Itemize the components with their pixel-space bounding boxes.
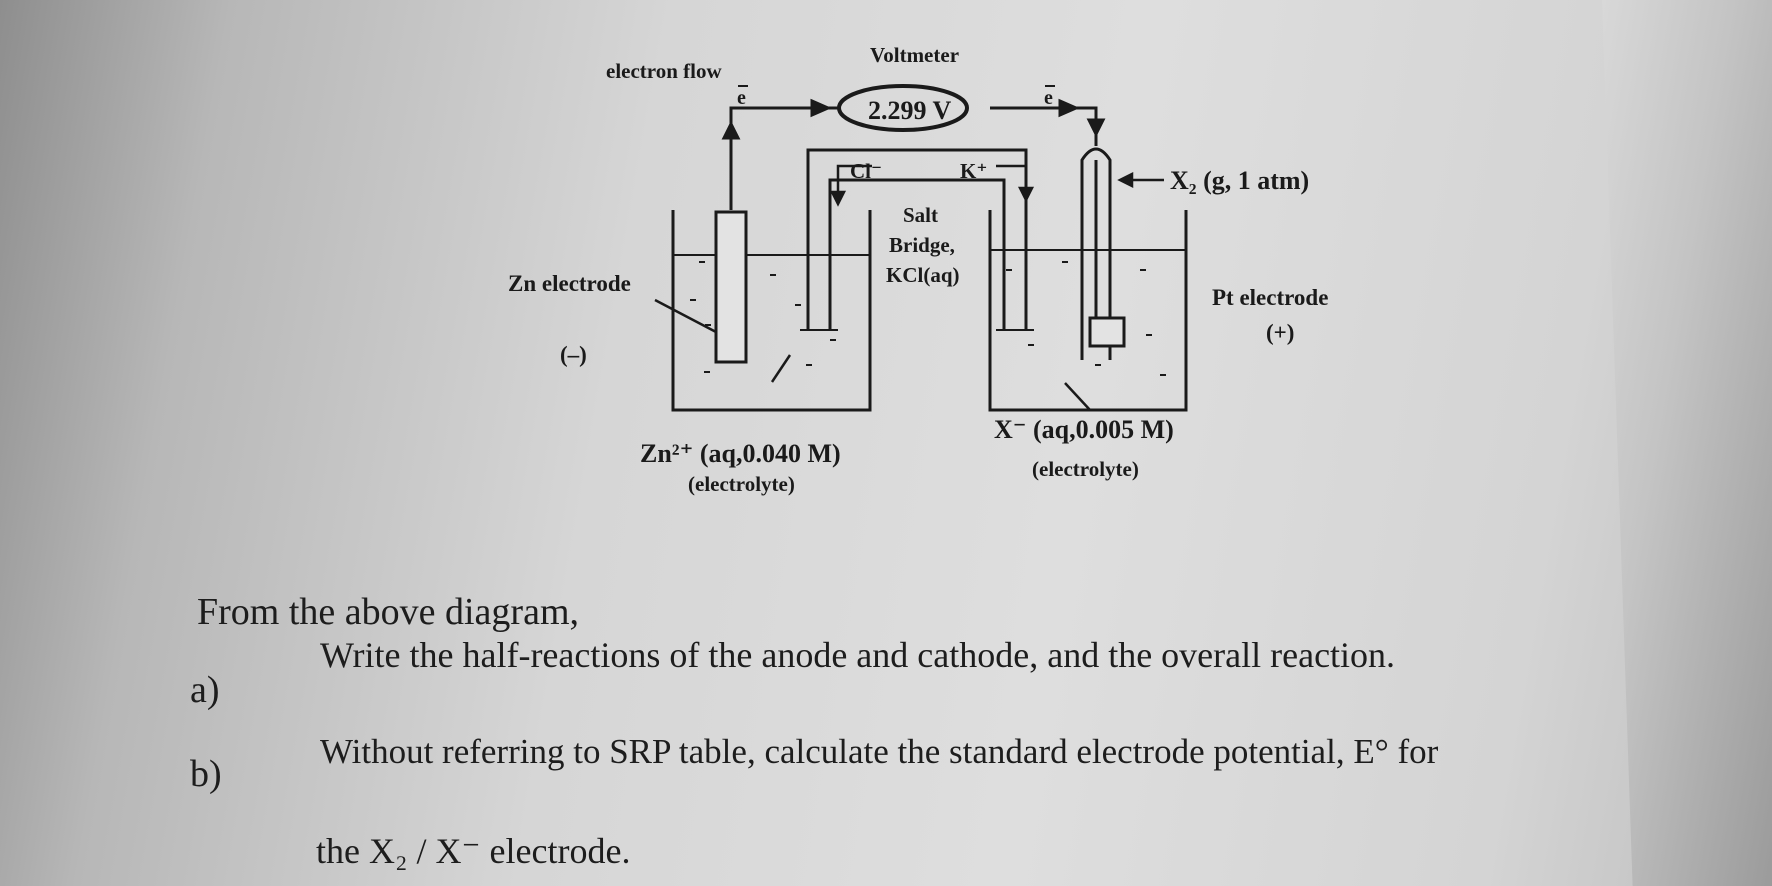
left-solution-role: (electrolyte) (688, 472, 795, 496)
electron-symbol-right: e (1044, 87, 1053, 109)
question-b-letter: b) (190, 753, 222, 795)
bridge-cation-label: K⁺ (960, 159, 987, 183)
cathode-sign: (+) (1266, 320, 1294, 345)
voltmeter-label: Voltmeter (870, 43, 959, 67)
voltmeter-reading: 2.299 V (868, 96, 952, 125)
zn-electrode (714, 210, 748, 364)
question-b-text-cont: the X₂ / X⁻ electrode. (316, 831, 631, 871)
salt-bridge-label-1: Salt (903, 203, 938, 227)
question-a-letter: a) (190, 669, 220, 711)
page-edge-shadow (1602, 0, 1772, 886)
left-solution-label: Zn²⁺ (aq,0.040 M) (640, 439, 841, 468)
question-a-text: Write the half-reactions of the anode an… (320, 635, 1396, 675)
right-solution-role: (electrolyte) (1032, 457, 1139, 481)
electron-flow-arrows (721, 98, 1106, 150)
salt-bridge (800, 148, 1034, 331)
right-solution-label: X⁻ (aq,0.005 M) (994, 415, 1174, 444)
gas-label: X₂ (g, 1 atm) (1170, 166, 1309, 195)
pt-electrode-label: Pt electrode (1212, 285, 1328, 310)
electron-symbol-left: e (737, 87, 746, 109)
bridge-anion-label: Cl⁻ (850, 159, 882, 183)
bridge-ion-arrows (829, 164, 1035, 207)
question-b-text: Without referring to SRP table, calculat… (320, 732, 1439, 771)
zn-electrode-label: Zn electrode (508, 271, 631, 296)
gas-inlet-arrow (1117, 171, 1164, 189)
voltmeter-dial (837, 84, 969, 132)
left-beaker (671, 210, 872, 412)
label-pointer-lines (654, 298, 1091, 411)
salt-bridge-label-2: Bridge, (889, 233, 955, 257)
question-intro: From the above diagram, (197, 591, 580, 633)
electron-flow-label: electron flow (606, 59, 722, 83)
anode-sign: (–) (560, 342, 587, 367)
right-beaker (988, 210, 1188, 412)
salt-bridge-label-3: KCl(aq) (886, 263, 960, 287)
pt-electrode-gas-tube (1080, 132, 1126, 360)
